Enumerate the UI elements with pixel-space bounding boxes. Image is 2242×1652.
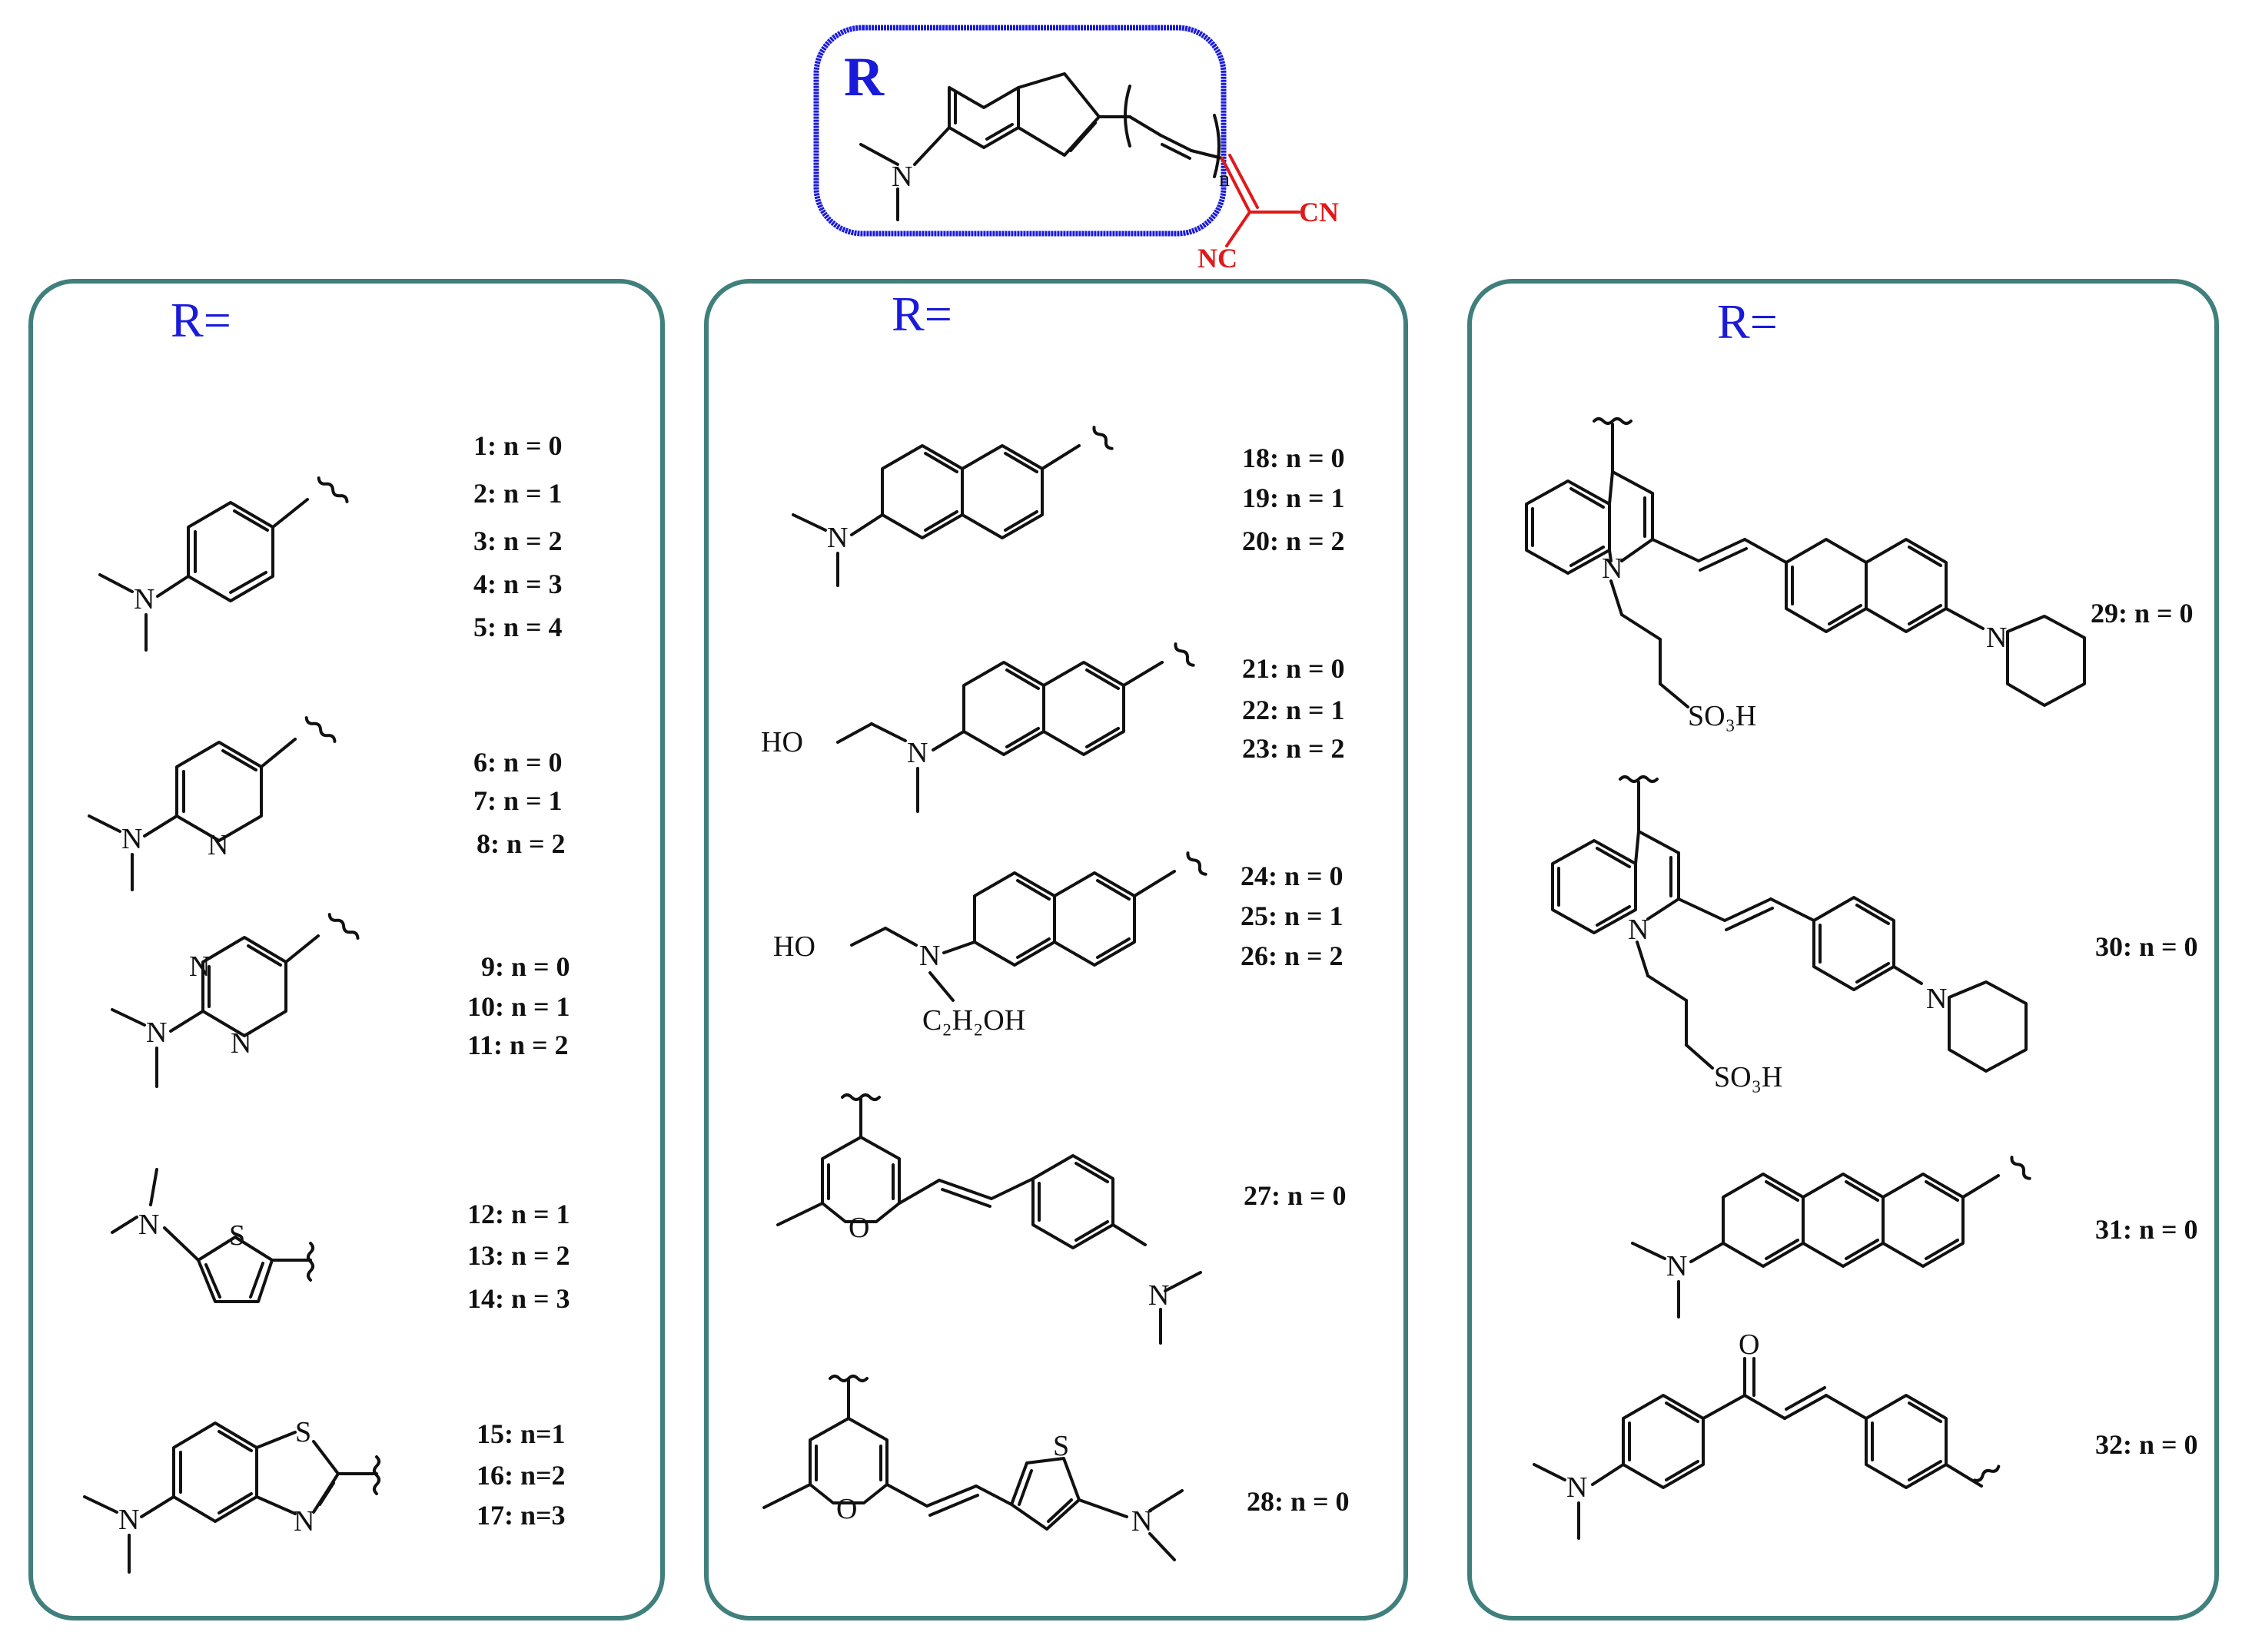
label-17: 17: n=3 bbox=[477, 1500, 566, 1531]
label-26: 26: n = 2 bbox=[1241, 940, 1344, 971]
label-8: 8: n = 2 bbox=[477, 828, 566, 859]
panel-middle-r-label: R= bbox=[892, 287, 952, 341]
label-23: 23: n = 2 bbox=[1242, 733, 1345, 764]
label-27: 27: n = 0 bbox=[1244, 1180, 1347, 1211]
core-r-label: R bbox=[844, 46, 885, 108]
atom-o: O bbox=[1739, 1329, 1759, 1361]
structure-aminoanthracene: N bbox=[1631, 1156, 2031, 1319]
atom-n: N bbox=[134, 583, 154, 615]
atom-n: N bbox=[907, 737, 928, 769]
atom-n: N bbox=[827, 522, 848, 554]
panel-left bbox=[28, 279, 665, 1620]
atom-s: S bbox=[229, 1219, 245, 1252]
label-9: 9: n = 0 bbox=[481, 951, 570, 982]
label-1: 1: n = 0 bbox=[473, 430, 563, 461]
structure-quinoline-phenyl-piperidine: N N SO₃H bbox=[1551, 775, 2028, 1093]
panel-left-r-label: R= bbox=[171, 293, 231, 347]
label-2: 2: n = 1 bbox=[473, 478, 563, 509]
atom-s: S bbox=[295, 1416, 311, 1448]
label-25: 25: n = 1 bbox=[1241, 901, 1344, 931]
label-14: 14: n = 3 bbox=[467, 1283, 570, 1314]
core-benzene-ring bbox=[948, 86, 1020, 149]
label-30: 30: n = 0 bbox=[2095, 931, 2198, 962]
atom-n: N bbox=[121, 823, 142, 855]
label-6: 6: n = 0 bbox=[473, 747, 563, 778]
label-31: 31: n = 0 bbox=[2095, 1214, 2198, 1245]
atom-n: N bbox=[208, 829, 228, 861]
structure-aminopyridine: N N bbox=[88, 716, 337, 891]
structure-aminophenyl: N bbox=[98, 476, 349, 652]
label-32: 32: n = 0 bbox=[2095, 1429, 2198, 1460]
structure-aminochalcone: O N bbox=[1533, 1329, 2001, 1540]
structure-aminopyrimidine: N N N bbox=[111, 913, 360, 1088]
label-24: 24: n = 0 bbox=[1241, 861, 1344, 891]
label-21: 21: n = 0 bbox=[1242, 653, 1345, 684]
label-16: 16: n=2 bbox=[477, 1460, 566, 1491]
core-cn-right: CN bbox=[1299, 197, 1339, 227]
label-3: 3: n = 2 bbox=[473, 526, 563, 556]
structure-aminobenzothiazole: S N N bbox=[83, 1416, 380, 1574]
structure-hydroxyethyl-aminonaphthalene: N HO bbox=[761, 642, 1195, 813]
atom-ho: HO bbox=[761, 726, 803, 758]
structure-aminonaphthalene: N bbox=[792, 426, 1114, 587]
label-10: 10: n = 1 bbox=[467, 991, 570, 1022]
core-r-box bbox=[813, 25, 1227, 237]
atom-n: N bbox=[1566, 1471, 1587, 1504]
label-7: 7: n = 1 bbox=[473, 785, 563, 816]
structure-quinoline-naphthyl-piperidine: N N SO₃H bbox=[1525, 417, 2086, 732]
panel-right bbox=[1467, 279, 2219, 1620]
atom-n: N bbox=[1926, 983, 1947, 1015]
labels-left: 1: n = 0 2: n = 1 3: n = 2 4: n = 3 5: n… bbox=[467, 430, 570, 1531]
label-22: 22: n = 1 bbox=[1242, 695, 1345, 725]
atom-n: N bbox=[919, 940, 940, 972]
atom-ho: HO bbox=[773, 930, 815, 963]
structure-aminothiophene: S N bbox=[111, 1168, 314, 1303]
panel-middle bbox=[704, 279, 1408, 1620]
atom-n: N bbox=[1148, 1279, 1169, 1312]
panel-right-r-label: R= bbox=[1717, 294, 1778, 349]
label-20: 20: n = 2 bbox=[1242, 526, 1345, 556]
core-structure: R N n CN NC bbox=[813, 25, 1339, 274]
label-12: 12: n = 1 bbox=[467, 1199, 570, 1229]
atom-so3h: SO₃H bbox=[1714, 1061, 1782, 1093]
structure-pyran-aminostyryl: O N bbox=[776, 1093, 1202, 1345]
atom-n: N bbox=[146, 1017, 167, 1049]
atom-n: N bbox=[189, 950, 210, 983]
label-11: 11: n = 2 bbox=[467, 1030, 569, 1060]
label-15: 15: n=1 bbox=[477, 1418, 566, 1449]
label-28: 28: n = 0 bbox=[1247, 1486, 1350, 1517]
atom-n: N bbox=[231, 1027, 251, 1060]
label-4: 4: n = 3 bbox=[473, 569, 563, 599]
atom-n: N bbox=[138, 1209, 159, 1241]
structure-bishydroxyethyl-aminonaphthalene: N HO C₂H₂OH bbox=[773, 851, 1207, 1037]
atom-o: O bbox=[836, 1493, 857, 1525]
atom-s: S bbox=[1053, 1430, 1069, 1462]
atom-n: N bbox=[1986, 622, 2007, 654]
label-13: 13: n = 2 bbox=[467, 1240, 570, 1271]
label-5: 5: n = 4 bbox=[473, 612, 563, 642]
atom-n: N bbox=[294, 1505, 314, 1538]
label-18: 18: n = 0 bbox=[1242, 443, 1345, 473]
atom-n: N bbox=[118, 1504, 139, 1536]
core-n-atom: N bbox=[892, 161, 912, 193]
labels-right: 29: n = 0 30: n = 0 31: n = 0 32: n = 0 bbox=[2091, 598, 2198, 1460]
atom-o: O bbox=[849, 1212, 869, 1244]
atom-n: N bbox=[1602, 552, 1623, 585]
core-n-subscript: n bbox=[1219, 168, 1230, 191]
atom-so3h: SO₃H bbox=[1688, 700, 1756, 732]
atom-n: N bbox=[1666, 1250, 1687, 1282]
core-cn-left: NC bbox=[1197, 243, 1237, 274]
atom-n: N bbox=[1628, 914, 1649, 946]
structure-pyran-aminothiophene: O S N bbox=[762, 1375, 1184, 1561]
label-29: 29: n = 0 bbox=[2091, 598, 2194, 629]
atom-c2h2oh: C₂H₂OH bbox=[922, 1004, 1025, 1037]
labels-middle: 18: n = 0 19: n = 1 20: n = 2 21: n = 0 … bbox=[1241, 443, 1350, 1517]
label-19: 19: n = 1 bbox=[1242, 483, 1345, 513]
